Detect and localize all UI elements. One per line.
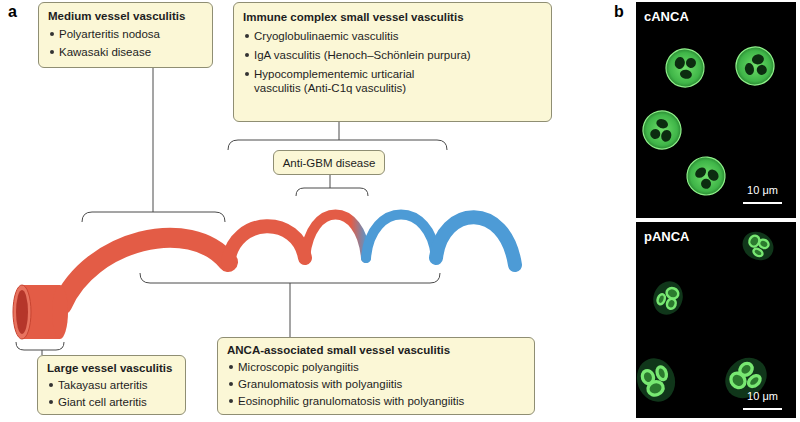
neutrophil [638,106,687,155]
anca-bracket [140,273,440,337]
aorta-cylinder [13,285,68,339]
bullet-item: Kawasaki disease [48,45,203,59]
bullet-dot [245,53,249,57]
bullet-item: Hypocomplementemic urticarial vasculitis… [243,67,542,95]
neutrophil [649,277,688,319]
box-heading: ANCA-associated small vessel vasculitis [227,343,525,357]
neutrophil [631,353,681,407]
bullet-dot [50,50,54,54]
bullet-dot [229,399,233,403]
bullet-dot [50,32,54,36]
bullet-dot [229,382,233,386]
bullet-item: IgA vasculitis (Henoch–Schönlein purpura… [243,48,542,62]
category-box: Immune complex small vessel vasculitisCr… [233,2,552,122]
large-bracket [16,342,64,355]
capillary-segment [305,215,366,259]
bullet-text: Microscopic polyangiitis [238,361,359,373]
category-box: ANCA-associated small vessel vasculitisM… [217,337,535,415]
bullet-item: Giant cell arteritis [47,395,176,409]
bullet-text: Takayasu arteritis [58,379,147,391]
micrograph-canca [636,2,796,218]
scale-label: 10 μm [735,184,790,196]
vein-segment [436,217,515,265]
vessel-tree [62,215,515,306]
box-heading: Medium vessel vasculitis [48,9,203,23]
bullet-dot [229,365,233,369]
panca-cells [631,226,779,407]
artery-segment [62,238,228,305]
scale-bar [743,408,782,410]
bullet-item: Cryoglobulinaemic vasculitis [243,29,542,43]
box-heading: Large vessel vasculitis [47,361,176,375]
bullet-text: Granulomatosis with polyangiitis [238,378,402,390]
panel-label: a [8,3,17,21]
box-text: Anti-GBM disease [283,156,376,170]
cylinder-opening [13,285,31,339]
bullet-dot [49,383,53,387]
bullet-item: Microscopic polyangiitis [227,360,525,374]
bullet-dot [245,34,249,38]
canca-cells [638,44,777,203]
bullet-item: Granulomatosis with polyangiitis [227,377,525,391]
neutrophil [733,44,777,88]
bullet-item: Takayasu arteritis [47,378,176,392]
neutrophil [663,46,707,90]
cylinder-lumen [16,290,28,334]
bullet-item: Eosinophilic granulomatosis with polyang… [227,394,525,408]
bullet-dot [245,72,249,76]
image-label: cANCA [644,9,689,24]
neutrophil [679,149,733,203]
bullet-item: Polyarteritis nodosa [48,27,203,41]
cylinder-end [52,285,68,339]
micrograph-panca [636,222,796,418]
neutrophil [737,226,778,266]
medium-bracket [82,68,225,222]
scale-label: 10 μm [735,390,790,402]
bullet-text: IgA vasculitis (Henoch–Schönlein purpura… [254,49,471,61]
bullet-text: Kawasaki disease [59,46,151,58]
panel-label: b [614,3,624,21]
box-heading: Immune complex small vessel vasculitis [243,10,542,24]
anti-gbm-bracket [296,175,368,196]
bullet-text: Polyarteritis nodosa [59,28,160,40]
disease-box: Anti-GBM disease [273,150,385,175]
bullet-text: Giant cell arteritis [58,396,147,408]
bullet-text: Eosinophilic granulomatosis with polyang… [238,395,464,407]
category-box: Large vessel vasculitisTakayasu arteriti… [37,355,186,415]
immune-bracket [228,122,447,150]
venule-segment [366,215,436,259]
category-box: Medium vessel vasculitisPolyarteritis no… [38,2,213,68]
bullet-text: Hypocomplementemic urticarial vasculitis… [254,67,454,95]
bullet-dot [49,400,53,404]
scale-bar [743,202,782,204]
bullet-text: Cryoglobulinaemic vasculitis [254,30,398,42]
arteriole-segment [228,226,305,262]
image-label: pANCA [644,229,690,244]
